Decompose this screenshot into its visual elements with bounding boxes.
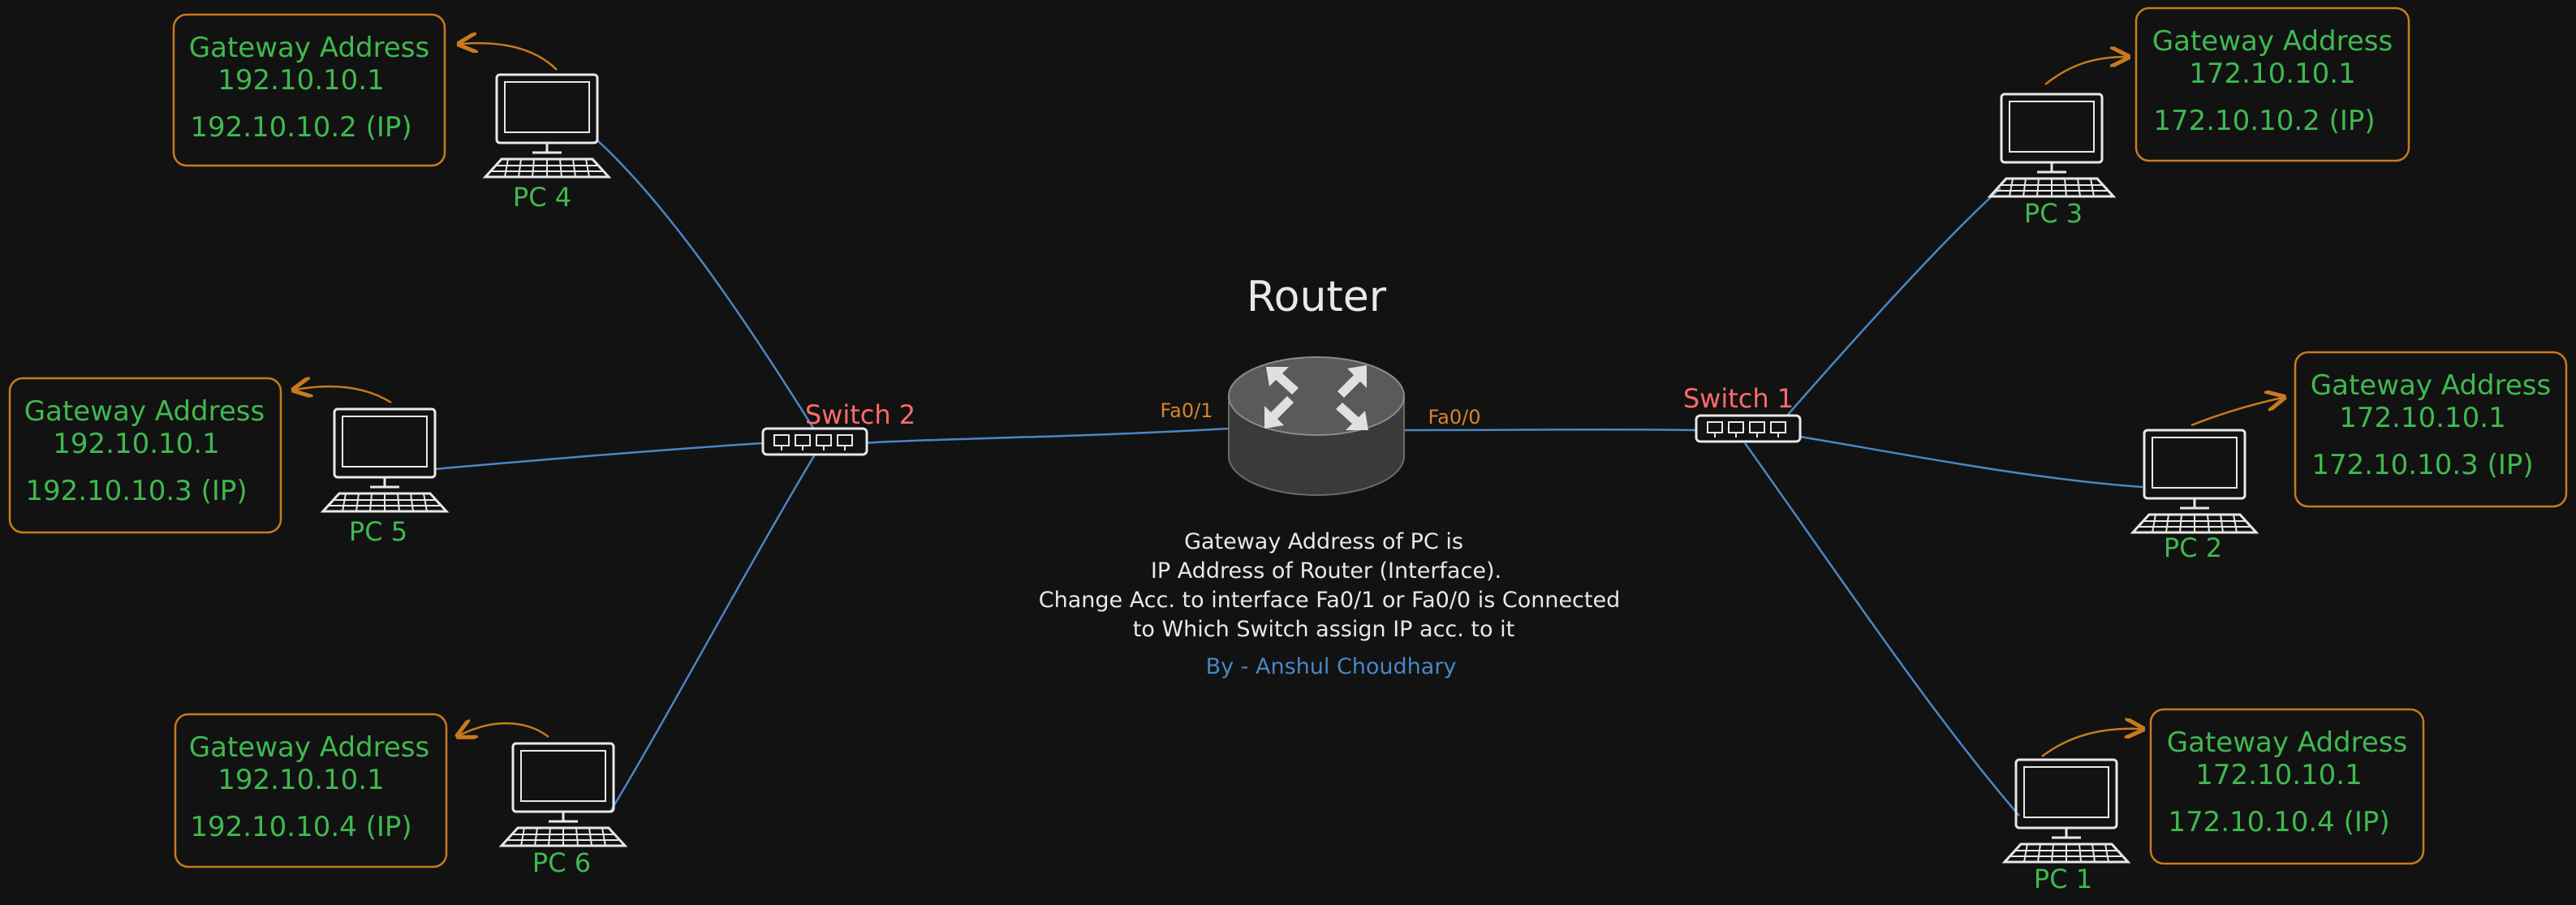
ip-address-pc1: 172.10.10.4 (IP): [2168, 806, 2389, 838]
link-switch2-pc6: [609, 446, 821, 812]
pc-5: [321, 407, 448, 513]
pc-1: [2003, 758, 2130, 864]
gateway-box-pc1: [2149, 708, 2425, 865]
router-title: Router: [1247, 273, 1387, 321]
switch-1-label: Switch 1: [1683, 383, 1794, 414]
ip-address-pc3: 172.10.10.2 (IP): [2153, 105, 2375, 137]
gateway-address-pc1: 172.10.10.1: [2195, 759, 2362, 791]
gateway-title-pc3: Gateway Address: [2152, 25, 2393, 58]
gateway-address-pc6: 192.10.10.1: [218, 764, 384, 796]
gateway-title-pc1: Gateway Address: [2167, 726, 2407, 759]
arrow-pc6-to-box: [459, 723, 549, 737]
gateway-title-pc4: Gateway Address: [189, 32, 429, 64]
pc-6: [500, 742, 627, 847]
pc-1-label: PC 1: [2034, 864, 2092, 894]
links: [433, 139, 2143, 817]
arrow-pc2-to-box: [2190, 398, 2282, 427]
ip-address-pc6: 192.10.10.4 (IP): [190, 811, 411, 843]
gateway-box-pc3: [2134, 6, 2410, 162]
ip-address-pc5: 192.10.10.3 (IP): [25, 475, 247, 507]
gateway-title-pc2: Gateway Address: [2311, 369, 2551, 402]
gateway-box-pc5: [8, 377, 282, 534]
link-router-switch2: [861, 427, 1230, 445]
link-switch1-pc2: [1799, 435, 2143, 489]
interface-label-fa01: Fa0/1: [1161, 399, 1213, 422]
pc-4-label: PC 4: [513, 182, 571, 213]
pc-5-label: PC 5: [349, 516, 407, 547]
gateway-address-pc4: 192.10.10.1: [218, 64, 384, 97]
router-arrows-icon: [1264, 365, 1368, 430]
gateway-title-pc5: Gateway Address: [24, 395, 265, 428]
switch-1: [1695, 414, 1802, 443]
gateway-box-pc2: [2294, 351, 2568, 508]
gateway-address-pc2: 172.10.10.1: [2339, 402, 2505, 434]
link-router-switch1: [1403, 428, 1697, 432]
gateway-address-pc3: 172.10.10.1: [2189, 58, 2355, 90]
arrow-pc1-to-box: [2041, 729, 2141, 757]
gateway-address-pc5: 192.10.10.1: [53, 428, 219, 460]
switch-2-label: Switch 2: [805, 399, 915, 430]
switch-2: [761, 427, 868, 456]
ip-address-pc4: 192.10.10.2 (IP): [190, 111, 411, 144]
pc-2: [2131, 429, 2258, 534]
gateway-box-pc6: [174, 713, 448, 868]
link-switch1-pc3: [1781, 187, 2001, 423]
link-switch2-pc5: [433, 442, 764, 471]
pc-3-label: PC 3: [2024, 198, 2083, 229]
pc-4: [484, 73, 610, 179]
interface-label-fa00: Fa0/0: [1428, 406, 1481, 429]
note-line-2: IP Address of Router (Interface).: [1151, 558, 1501, 584]
note-line-1: Gateway Address of PC is: [1184, 529, 1463, 554]
note-line-3: Change Acc. to interface Fa0/1 or Fa0/0 …: [1039, 588, 1621, 613]
gateway-box-pc4: [172, 13, 446, 167]
link-switch1-pc1: [1743, 442, 2020, 817]
author-credit: By - Anshul Choudhary: [1206, 654, 1457, 679]
pc-2-label: PC 2: [2164, 532, 2222, 563]
arrow-pc5-to-box: [295, 386, 392, 404]
pc-6-label: PC 6: [532, 847, 591, 878]
gateway-title-pc6: Gateway Address: [189, 731, 429, 764]
link-switch2-pc4: [596, 139, 817, 433]
router: [1228, 356, 1405, 496]
ip-address-pc2: 172.10.10.3 (IP): [2311, 449, 2533, 481]
pc-3: [1988, 93, 2115, 198]
note-line-4: to Which Switch assign IP acc. to it: [1133, 617, 1514, 642]
arrow-pc3-to-box: [2044, 57, 2126, 85]
arrow-pc4-to-box: [461, 43, 558, 71]
